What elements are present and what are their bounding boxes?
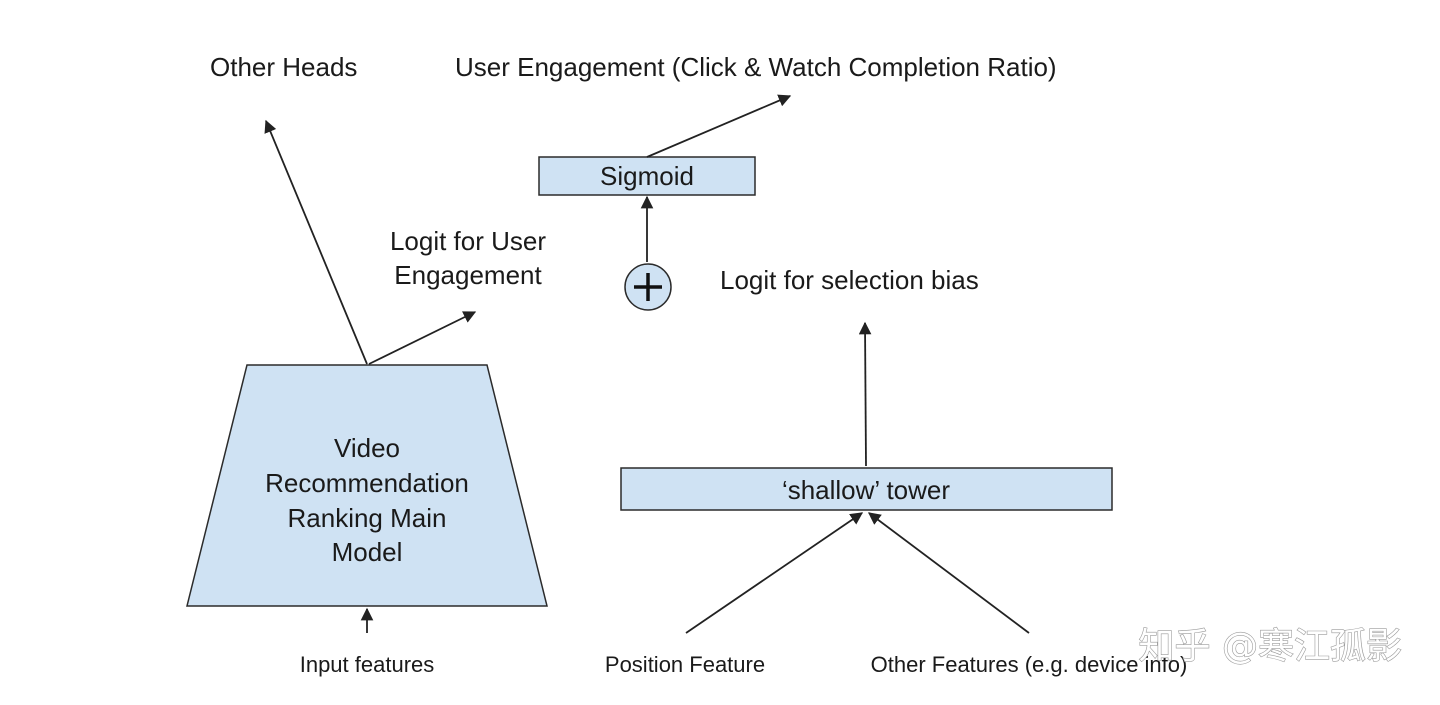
shallow-tower-box: ‘shallow’ tower <box>620 467 1113 511</box>
main-model-label-line2: Recommendation <box>265 468 469 498</box>
position-feature-label: Position Feature <box>605 652 765 677</box>
main-model-label-line4: Model <box>332 537 403 567</box>
shallow-tower-to-logit-arrow <box>858 321 872 467</box>
position-feature-arrow <box>685 512 864 634</box>
user-engagement-label: User Engagement (Click & Watch Completio… <box>455 52 1057 82</box>
other-features-arrow <box>867 512 1030 634</box>
main-model-trapezoid: Video Recommendation Ranking Main Model <box>186 364 548 607</box>
sigmoid-box: Sigmoid <box>538 156 756 196</box>
logit-user-engagement-label-line1: Logit for User <box>390 226 546 256</box>
logit-user-engagement-label-line2: Engagement <box>394 260 542 290</box>
main-model-to-other-heads-arrow <box>264 119 368 365</box>
other-features-label: Other Features (e.g. device info) <box>871 652 1188 677</box>
watermark: 知乎 @寒江孤影 <box>1139 626 1402 667</box>
main-model-label-line1: Video <box>334 433 400 463</box>
sigmoid-box-label: Sigmoid <box>600 161 694 191</box>
other-heads-label: Other Heads <box>210 52 357 82</box>
input-features-label: Input features <box>300 652 435 677</box>
main-model-to-logit-arrow <box>368 311 477 365</box>
main-model-label-line3: Ranking Main <box>288 503 447 533</box>
shallow-tower-label: ‘shallow’ tower <box>782 475 950 505</box>
sigmoid-to-engagement-arrow <box>646 94 792 158</box>
logit-selection-bias-label: Logit for selection bias <box>720 265 979 295</box>
add-operator <box>624 263 672 311</box>
